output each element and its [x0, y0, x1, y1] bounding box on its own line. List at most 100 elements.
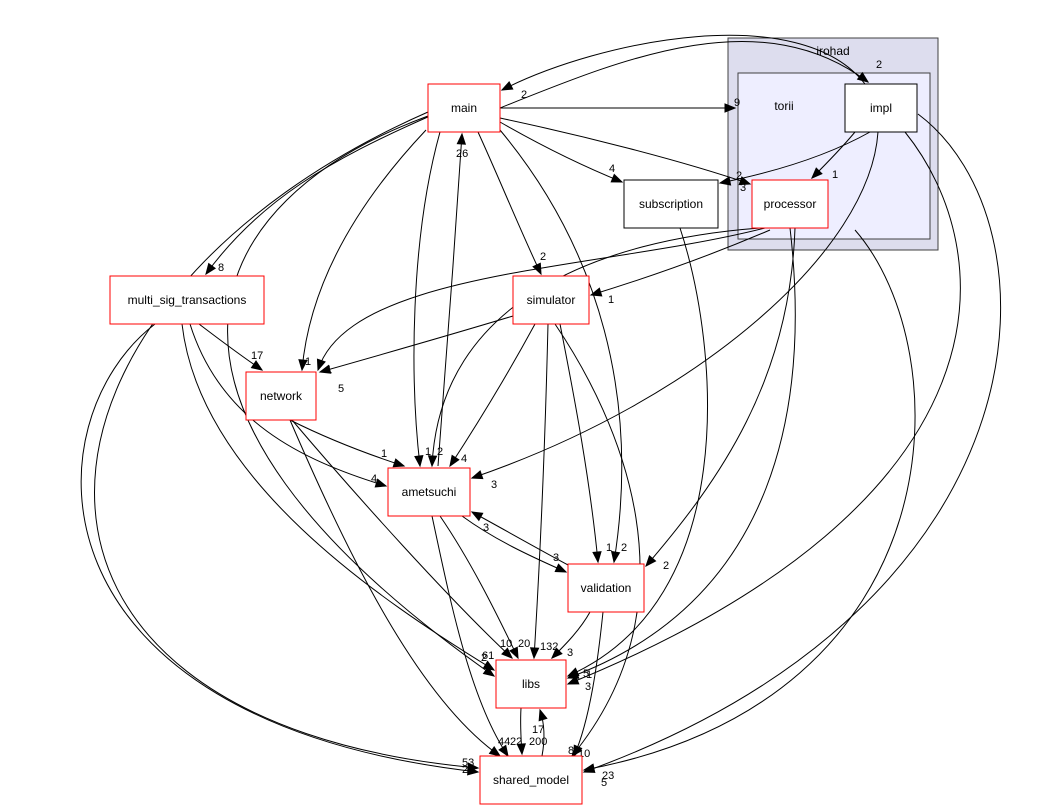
- edge-count-label[interactable]: 2: [621, 542, 627, 554]
- node-impl[interactable]: impl: [844, 83, 918, 133]
- edge-count-label[interactable]: 20: [518, 638, 530, 650]
- edge-count-label[interactable]: 200: [529, 736, 547, 748]
- edge-processor-to-ametsuchi: 1: [289, 419, 406, 468]
- edge-line: [413, 131, 441, 467]
- node-processor-label[interactable]: processor: [764, 197, 817, 211]
- edge-count-label[interactable]: 3: [491, 479, 497, 491]
- node-network-label[interactable]: network: [260, 389, 303, 403]
- node-shared-model[interactable]: shared_model: [479, 755, 583, 805]
- edge-count-label[interactable]: 1: [326, 364, 332, 376]
- edge-count-label[interactable]: 10: [500, 638, 512, 650]
- edge-count-label[interactable]: 61: [482, 650, 494, 662]
- node-ametsuchi-label[interactable]: ametsuchi: [402, 485, 457, 499]
- edge-count-label[interactable]: 17: [532, 724, 544, 736]
- edge-ametsuchi-to-shared-model: 200: [516, 707, 547, 756]
- edge-count-label[interactable]: 4: [609, 163, 615, 175]
- node-subscription[interactable]: subscription: [623, 179, 719, 229]
- node-ametsuchi[interactable]: ametsuchi: [387, 467, 471, 517]
- edge-main-to-ametsuchi: 26: [437, 132, 468, 467]
- node-multi-sig-transactions[interactable]: multi_sig_transactions: [109, 275, 265, 325]
- edge-count-label[interactable]: 2: [540, 251, 546, 263]
- edge-count-label[interactable]: 3: [585, 681, 591, 693]
- edge-count-label[interactable]: 5: [601, 777, 607, 789]
- edge-count-label[interactable]: 17: [251, 350, 263, 362]
- edge-main-to-impl: 2: [499, 41, 882, 109]
- edge-impl-to-processor: 1: [811, 131, 856, 181]
- node-network[interactable]: network: [245, 371, 317, 421]
- edge-count-label[interactable]: 1: [606, 542, 612, 554]
- edge-count-label[interactable]: 1: [305, 356, 311, 368]
- node-impl-label[interactable]: impl: [870, 101, 892, 115]
- edge-line: [590, 229, 771, 296]
- edge-count-label[interactable]: 3: [553, 552, 559, 564]
- edge-count-label[interactable]: 2: [437, 446, 443, 458]
- node-processor[interactable]: processor: [751, 179, 829, 229]
- node-shared-model-label[interactable]: shared_model: [493, 773, 569, 787]
- edge-main-to-network: 17: [198, 323, 264, 371]
- edge-count-label[interactable]: 8: [218, 262, 224, 274]
- edge-line: [645, 227, 796, 567]
- edge-count-label[interactable]: 1: [608, 294, 614, 306]
- node-main[interactable]: main: [427, 83, 501, 133]
- arrowhead: [610, 550, 621, 564]
- arrowhead: [456, 132, 467, 145]
- edge-count-label[interactable]: 5: [583, 668, 589, 680]
- edge-line: [289, 419, 405, 467]
- arrowhead: [811, 167, 823, 179]
- node-simulator-label[interactable]: simulator: [527, 293, 576, 307]
- edge-count-label[interactable]: 8: [568, 745, 574, 757]
- edge-count-label[interactable]: 2: [876, 59, 882, 71]
- arrowhead: [250, 360, 264, 371]
- edge-line: [583, 229, 916, 771]
- node-validation-label[interactable]: validation: [581, 581, 632, 595]
- node-simulator[interactable]: simulator: [512, 275, 590, 325]
- node-libs-label[interactable]: libs: [522, 677, 540, 691]
- node-libs[interactable]: libs: [495, 659, 567, 709]
- arrowhead: [551, 647, 563, 659]
- edge-count-label[interactable]: 1: [381, 448, 387, 460]
- edge-count-label[interactable]: 132: [540, 641, 558, 653]
- edge-network-to-shared-model: 22: [431, 515, 522, 758]
- arrowhead: [610, 173, 624, 183]
- edge-count-label[interactable]: 4: [461, 453, 467, 465]
- edge-count-label[interactable]: 3: [483, 522, 489, 534]
- edge-count-label[interactable]: 5: [338, 383, 344, 395]
- arrowhead: [529, 647, 540, 660]
- edge-simulator-to-validation: 2: [645, 227, 796, 572]
- arrowhead: [374, 478, 388, 488]
- edge-count-label[interactable]: 2: [481, 652, 487, 664]
- arrowhead: [482, 666, 496, 677]
- edge-line: [291, 419, 513, 659]
- edge-count-label[interactable]: 1: [425, 446, 431, 458]
- edge-count-label[interactable]: 3: [567, 647, 573, 659]
- node-validation[interactable]: validation: [567, 563, 645, 613]
- arrowhead: [205, 262, 217, 276]
- edge-count-label[interactable]: 1: [832, 169, 838, 181]
- edge-count-label[interactable]: 26: [456, 148, 468, 160]
- edge-count-label[interactable]: 2: [521, 89, 527, 101]
- edge-line: [533, 323, 549, 659]
- edge-line: [559, 323, 599, 563]
- edge-line: [181, 323, 495, 671]
- edge-count-label[interactable]: 23: [602, 770, 614, 782]
- node-main-label[interactable]: main: [451, 101, 477, 115]
- edge-count-label[interactable]: 9: [734, 97, 740, 109]
- edge-count-label[interactable]: 2: [736, 170, 742, 182]
- edge-impl-to-ametsuchi: 3: [470, 511, 571, 567]
- edge-line: [80, 323, 479, 773]
- edge-count-label[interactable]: 21: [462, 764, 474, 776]
- edge-line: [719, 131, 871, 184]
- node-subscription-label[interactable]: subscription: [639, 197, 703, 211]
- edge-count-label[interactable]: 53: [462, 757, 474, 769]
- edge-multi-sig-transactions-to-ametsuchi: 3: [470, 131, 879, 491]
- edge-simulator-to-network: 1: [316, 227, 766, 376]
- arrowhead: [592, 551, 602, 564]
- edge-multi-sig-transactions-to-network: 5: [318, 315, 514, 395]
- edge-count-label[interactable]: 2: [663, 560, 669, 572]
- node-multi-sig-transactions-label[interactable]: multi_sig_transactions: [128, 293, 247, 307]
- node-torii-label[interactable]: torii: [774, 99, 793, 113]
- edge-count-label[interactable]: 3: [740, 182, 746, 194]
- edge-processor-to-network: 1: [413, 131, 441, 468]
- edge-count-label[interactable]: 4: [371, 473, 377, 485]
- edge-line: [477, 131, 542, 275]
